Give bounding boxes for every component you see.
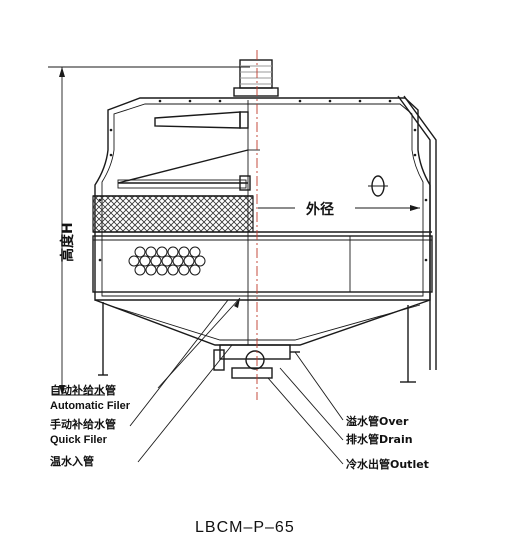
svg-text:自动补给水管: 自动补给水管 — [50, 383, 116, 397]
height-label: 高度H — [59, 222, 76, 262]
height-dimension: 高度H — [48, 66, 250, 396]
svg-text:手动补给水管: 手动补给水管 — [50, 417, 116, 431]
model-number: LBCM–P–65 — [195, 519, 295, 536]
fill-media — [92, 195, 254, 233]
label-outlet: 冷水出管Outlet — [346, 457, 429, 471]
label-automatic-filler: 自动补给水管 Automatic Filer — [50, 383, 131, 412]
sprinkler-arm — [117, 149, 260, 191]
spray-arm-upper — [154, 111, 249, 129]
label-drain: 排水管Drain — [346, 432, 413, 446]
leader-lines-right — [267, 351, 344, 465]
support-legs — [98, 302, 416, 383]
diameter-label: 外径 — [306, 201, 334, 218]
svg-text:温水入管: 温水入管 — [50, 454, 94, 468]
svg-text:Automatic Filer: Automatic Filer — [50, 400, 131, 412]
label-inlet: 温水入管 — [50, 454, 94, 468]
label-quick-filler: 手动补给水管 Quick Filer — [50, 417, 116, 446]
basin-hopper — [94, 299, 431, 346]
air-inlet-grille — [128, 246, 206, 276]
label-overflow: 溢水管Over — [346, 414, 409, 428]
inspection-port — [368, 175, 388, 197]
bottom-piping — [213, 344, 300, 379]
fan-motor — [233, 59, 279, 97]
leader-lines-left — [129, 297, 241, 463]
lower-casing — [92, 235, 433, 293]
diameter-dimension: 外径 — [258, 198, 420, 218]
access-ladder — [397, 95, 437, 370]
svg-text:Quick Filer: Quick Filer — [50, 434, 108, 446]
